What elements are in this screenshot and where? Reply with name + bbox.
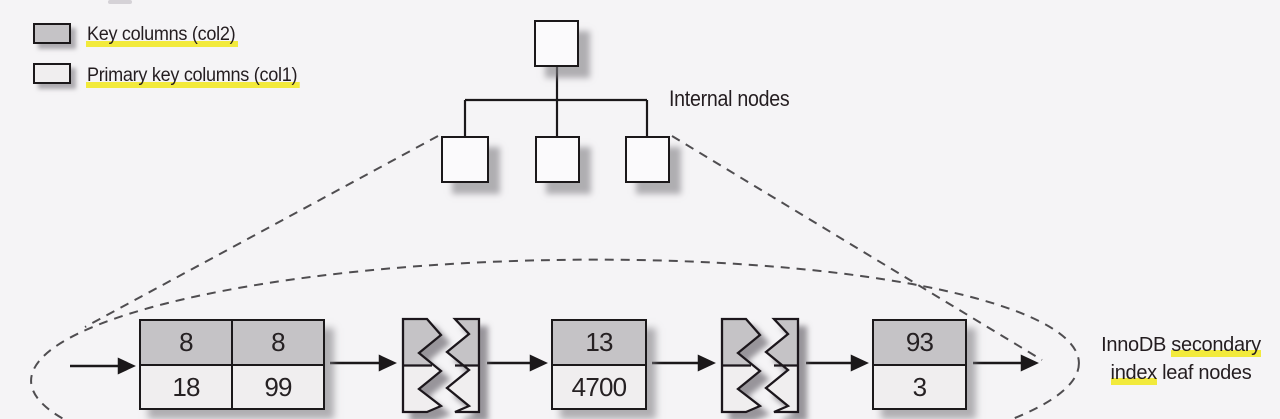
pk-cell: 99: [233, 366, 323, 408]
artifact-smudge: [108, 0, 132, 4]
leaf-node-1: 8 18 8 99: [139, 319, 325, 410]
legend-label-key-columns: Key columns (col2): [86, 24, 246, 47]
tree-child-node-3: [625, 136, 670, 183]
tree-child-node-2: [535, 136, 580, 183]
key-cell: 8: [233, 321, 323, 366]
torn-page-1: [401, 317, 481, 414]
leaf-node-1-col-1: 8 18: [141, 321, 231, 408]
pk-cell: 3: [874, 366, 965, 408]
leaf-nodes-label-line-1: InnoDB secondary: [1101, 334, 1261, 357]
legend-swatch-primary-key-columns: [33, 63, 71, 84]
tree-root-node: [534, 20, 579, 67]
magnifier-line-left: [84, 135, 439, 328]
torn-page-2: [720, 317, 800, 414]
key-cell: 13: [553, 321, 645, 366]
legend-swatch-key-columns: [33, 23, 71, 44]
key-cell: 8: [141, 321, 231, 366]
internal-nodes-label: Internal nodes: [669, 86, 790, 111]
leaf-nodes-label-line-2: index leaf nodes: [1110, 362, 1252, 385]
pk-cell: 4700: [553, 366, 645, 408]
tree-connectors: [463, 64, 649, 140]
leaf-node-3-col-1: 93 3: [874, 321, 965, 408]
leaf-node-2-col-1: 13 4700: [553, 321, 645, 408]
tree-child-node-1: [441, 136, 489, 183]
legend-label-primary-key-columns: Primary key columns (col1): [86, 65, 311, 88]
leaf-node-3: 93 3: [872, 319, 967, 410]
key-cell: 93: [874, 321, 965, 366]
pk-cell: 18: [141, 366, 231, 408]
leaf-nodes-label: InnoDB secondary index leaf nodes: [1086, 331, 1276, 387]
leaf-node-2: 13 4700: [551, 319, 647, 410]
leaf-list-arrows: [70, 354, 1039, 375]
magnifier-ellipse: [30, 258, 1080, 419]
magnifier-line-right: [671, 135, 1043, 361]
leaf-node-1-col-2: 8 99: [231, 321, 323, 408]
